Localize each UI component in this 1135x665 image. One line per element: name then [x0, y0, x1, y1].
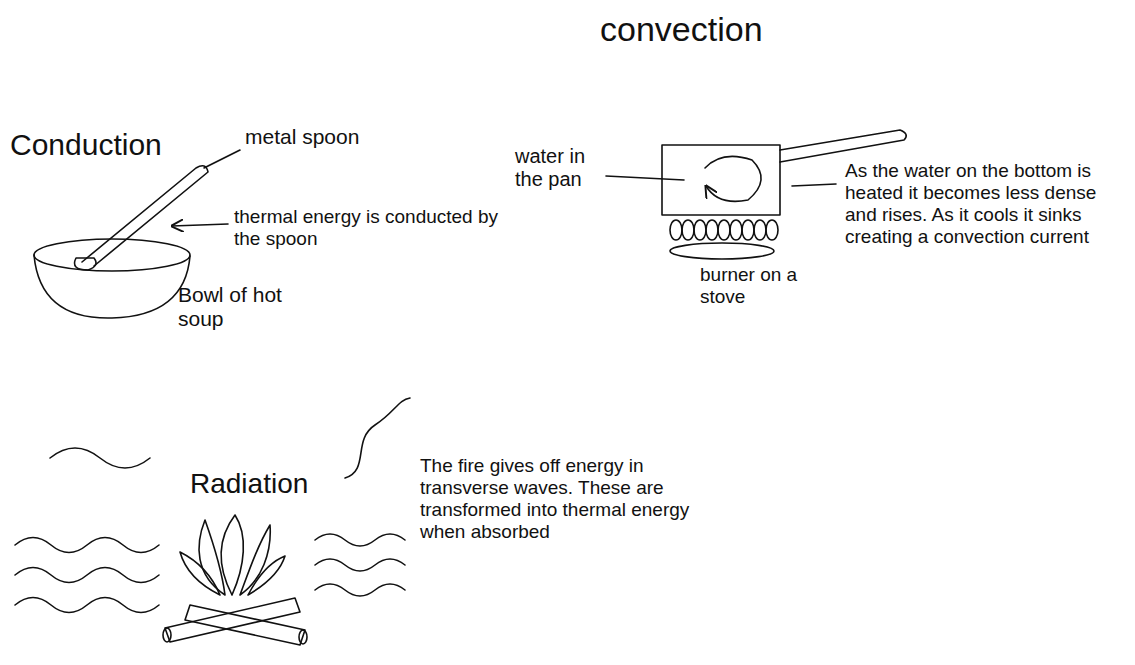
section-heading: Conduction — [10, 128, 210, 163]
leader-line — [792, 184, 836, 186]
part-label: Bowl of hot soup — [178, 283, 298, 331]
leader-line — [204, 150, 240, 168]
leader-arrow — [172, 224, 228, 226]
section-heading: Radiation — [190, 468, 340, 500]
note-text: As the water on the bottom is heated it … — [845, 160, 1125, 247]
part-label: water in the pan — [515, 145, 605, 191]
metal-spoon — [75, 166, 209, 270]
part-label: burner on a stove — [700, 264, 830, 308]
radiation-waves — [15, 398, 410, 613]
part-label: metal spoon — [245, 125, 415, 149]
note-text: The fire gives off energy in transverse … — [420, 455, 695, 542]
section-heading: convection — [600, 10, 840, 49]
campfire — [163, 515, 307, 645]
burner — [670, 220, 778, 259]
note-text: thermal energy is conducted by the spoon — [234, 206, 499, 250]
leader-line — [606, 176, 684, 180]
convection-arrow — [705, 156, 761, 201]
